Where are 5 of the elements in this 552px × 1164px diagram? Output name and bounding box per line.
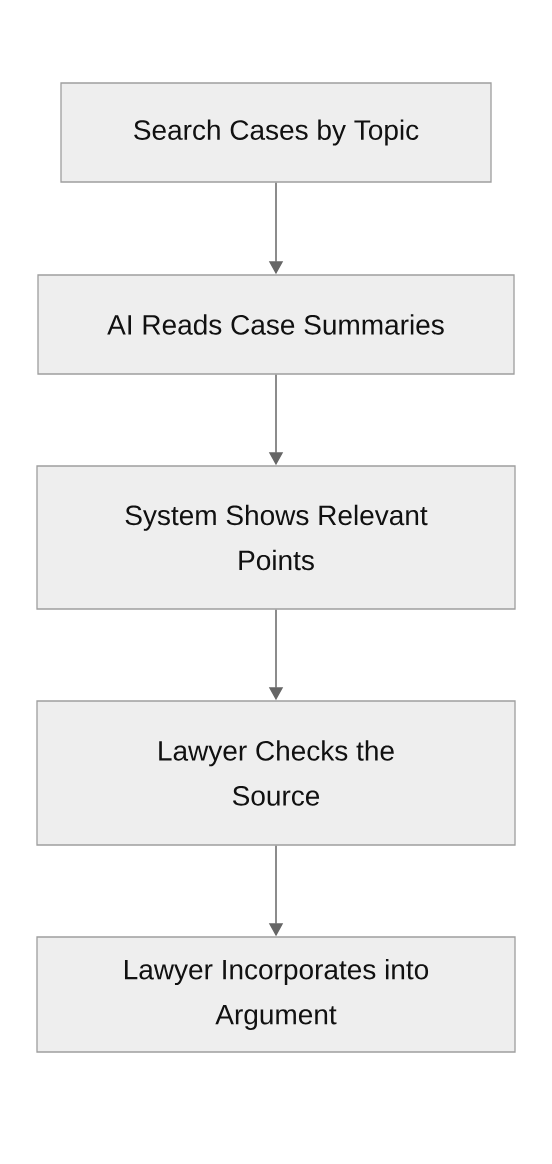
process-box: Lawyer Checks the Source: [36, 700, 516, 846]
process-box: AI Reads Case Summaries: [37, 274, 515, 375]
process-box: Lawyer Incorporates into Argument: [36, 936, 516, 1053]
process-box: Search Cases by Topic: [60, 82, 492, 183]
process-box: System Shows Relevant Points: [36, 465, 516, 610]
